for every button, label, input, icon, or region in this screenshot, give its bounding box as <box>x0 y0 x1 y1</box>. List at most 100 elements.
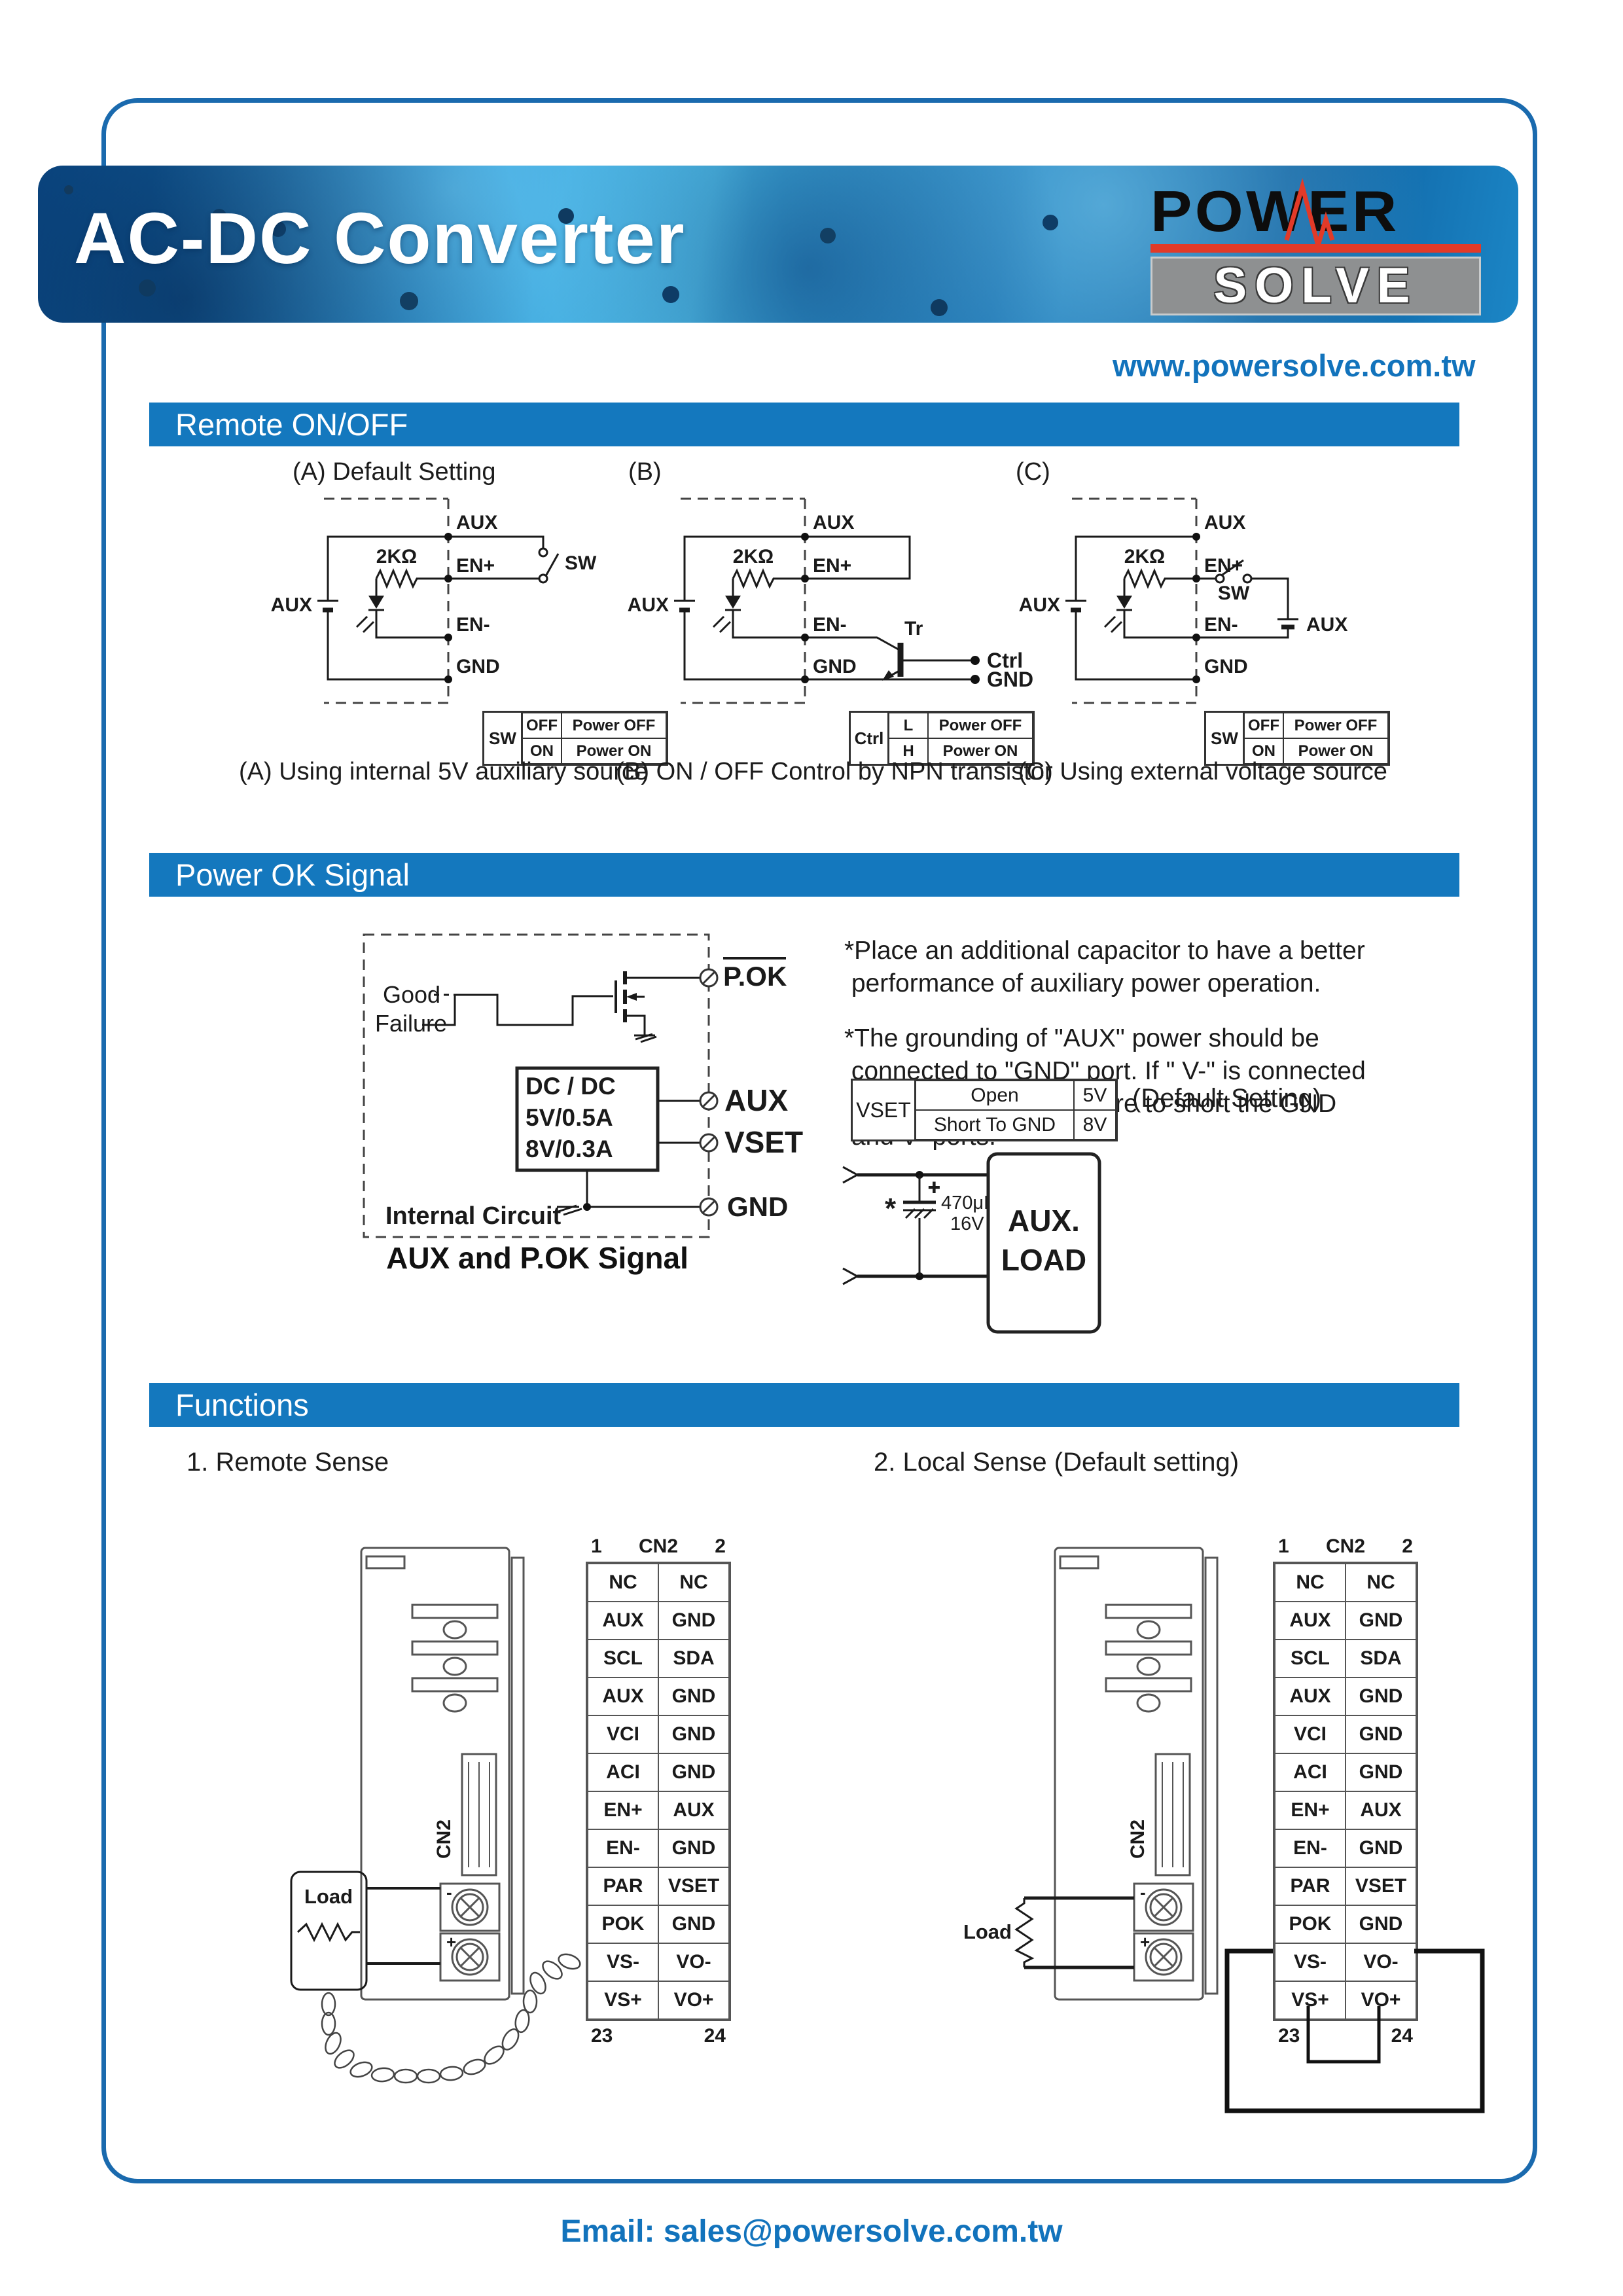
circuit-b-npn-control: AUX 2KΩ EN+ AUX EN- GND Tr Ctrl GND <box>628 497 1033 704</box>
website-link[interactable]: www.powersolve.com.tw <box>1113 348 1476 383</box>
pin-cell: EN+ <box>1275 1791 1346 1829</box>
pin-cell: GND <box>658 1753 729 1791</box>
section-bar-remote-on-off: Remote ON/OFF <box>149 403 1459 446</box>
circuit-a-internal-5v: AUX 2KΩ EN+ SW AUX EN- GND <box>271 497 597 704</box>
pin-cell: EN- <box>588 1829 658 1867</box>
pin-cell: SCL <box>1275 1640 1346 1677</box>
label-aux: AUX <box>724 1083 788 1117</box>
pin-cell: GND <box>658 1602 729 1640</box>
label-aux-node: AUX <box>813 512 854 533</box>
led-diode-icon <box>368 596 384 611</box>
ctrl-state-table-b: Ctrl L Power OFF H Power ON <box>849 711 1035 766</box>
pin-cell: AUX <box>1275 1677 1346 1715</box>
dcdc-line2: 5V/0.5A <box>526 1104 613 1131</box>
led-diode-icon <box>725 596 741 611</box>
table-cell: Short To GND <box>916 1110 1074 1139</box>
pin-cell: ACI <box>1275 1753 1346 1791</box>
pin-cell: GND <box>1346 1602 1416 1640</box>
table-cell: Power OFF <box>562 713 666 738</box>
switch-icon <box>538 547 560 584</box>
vset-setting-table: VSET Open 5V Short To GND 8V <box>851 1079 1118 1141</box>
table-cell: Power OFF <box>928 713 1033 738</box>
label-pok: P.OK <box>723 961 787 992</box>
pin-cell: GND <box>1346 1905 1416 1943</box>
label-sw: SW <box>565 552 597 574</box>
label-aux-node: AUX <box>456 512 497 533</box>
pin-cell: GND <box>1346 1715 1416 1753</box>
dcdc-line1: DC / DC <box>526 1073 616 1100</box>
power-ok-caption: AUX and P.OK Signal <box>386 1241 688 1275</box>
remote-sense-heading: 1. Remote Sense <box>187 1448 389 1477</box>
npn-transistor-icon <box>882 643 904 681</box>
pin-cell: VS- <box>1275 1943 1346 1981</box>
pin-cell: SCL <box>588 1640 658 1677</box>
pin-cell: VCI <box>1275 1715 1346 1753</box>
switch-icon <box>1215 559 1253 584</box>
powersolve-logo: POWER SOLVE <box>1150 178 1481 315</box>
local-sense-device-diagram: - + CN2 Load <box>963 1547 1219 2001</box>
page-title: AC-DC Converter <box>74 198 686 279</box>
pin-cell: VS+ <box>588 1981 658 2019</box>
table-cell: ON <box>1244 738 1283 764</box>
label-gnd: GND <box>456 656 500 677</box>
pin-number: 24 <box>704 2025 726 2047</box>
power-ok-diagram: DC / DC 5V/0.5A 8V/0.3A P.OK AUX VSET GN… <box>363 933 803 1238</box>
label-tr: Tr <box>904 618 923 639</box>
diagram-a-label: (A) Default Setting <box>293 458 495 486</box>
email-link[interactable]: Email: sales@powersolve.com.tw <box>560 2214 1063 2249</box>
pcb-background-dots <box>64 185 73 194</box>
remote-sense-cn2-table: 1 CN2 2 NC NC AUX GND SCL SDA AUX GND VC… <box>586 1535 731 2047</box>
label-en-minus: EN- <box>456 614 490 636</box>
capacitor-icon: + <box>903 1175 940 1276</box>
aux-load-line2: LOAD <box>1001 1243 1086 1277</box>
table-key: Ctrl <box>851 713 889 764</box>
load-label: Load <box>963 1920 1012 1943</box>
label-failure: Failure <box>375 1010 447 1037</box>
pin-cell: NC <box>1346 1564 1416 1602</box>
battery-icon <box>317 600 338 613</box>
logo-solve-text: SOLVE <box>1150 257 1481 315</box>
terminal-plus-label: + <box>446 1932 456 1952</box>
table-cell: 5V <box>1074 1081 1116 1110</box>
pin-cell: VSET <box>658 1867 729 1905</box>
pin-cell: AUX <box>658 1791 729 1829</box>
terminal-minus-label: - <box>446 1882 452 1902</box>
pin-cell: AUX <box>588 1602 658 1640</box>
pin-cell: EN- <box>1275 1829 1346 1867</box>
pin-cell: VO+ <box>658 1981 729 2019</box>
battery-icon <box>1065 600 1086 613</box>
label-gnd-term: GND <box>987 668 1033 691</box>
cn2-title: CN2 <box>638 1535 678 1557</box>
pin-cell: VS- <box>588 1943 658 1981</box>
label-gnd: GND <box>813 656 857 677</box>
terminal-minus-label: - <box>1140 1882 1146 1902</box>
screw-terminal-icon <box>451 1888 489 1976</box>
table-cell: H <box>889 738 928 764</box>
terminal-icon <box>699 968 719 1217</box>
pin-cell: SDA <box>658 1640 729 1677</box>
table-key: VSET <box>853 1081 916 1139</box>
logo-red-bar <box>1150 244 1481 253</box>
capacitor-note-star: * <box>885 1193 897 1225</box>
table-cell: Power ON <box>1283 738 1388 764</box>
load-label: Load <box>304 1885 353 1908</box>
pin-number: 2 <box>1402 1535 1413 1557</box>
sw-state-table-a: SW OFF Power OFF ON Power ON <box>482 711 668 766</box>
table-cell: Open <box>916 1081 1074 1110</box>
pin-cell: VO- <box>1346 1943 1416 1981</box>
pin-cell: GND <box>1346 1677 1416 1715</box>
capacitor-value: 470μF <box>941 1193 995 1213</box>
pin-cell: AUX <box>588 1677 658 1715</box>
label-aux-node: AUX <box>1204 512 1245 533</box>
pin-cell: GND <box>658 1905 729 1943</box>
aux-load-line1: AUX. <box>1008 1204 1080 1238</box>
diagram-a-subtitle: Default Setting <box>332 458 496 486</box>
table-cell: OFF <box>1244 713 1283 738</box>
pin-cell: PAR <box>588 1867 658 1905</box>
section-bar-power-ok: Power OK Signal <box>149 853 1459 897</box>
pin-cell: VCI <box>588 1715 658 1753</box>
pin-cell: NC <box>588 1564 658 1602</box>
capacitor-voltage: 16V <box>950 1213 984 1234</box>
aux-load-box <box>986 1152 1101 1334</box>
